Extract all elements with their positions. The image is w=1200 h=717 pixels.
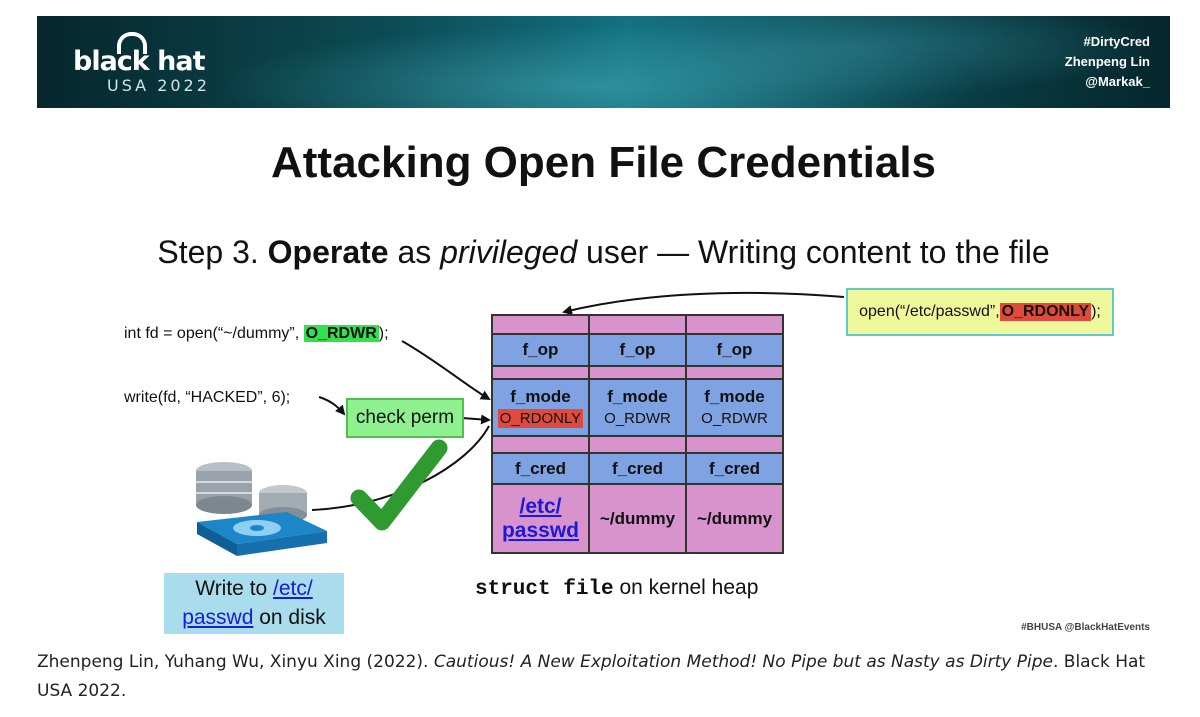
open-passwd-suffix: );: [1091, 303, 1101, 320]
logo-hat-icon: [117, 32, 147, 54]
cell-path: ~/dummy: [686, 484, 783, 553]
subtitle-as: as: [397, 234, 432, 270]
author-handle: @Markak_: [1085, 74, 1150, 89]
citation-caption: Zhenpeng Lin, Yuhang Wu, Xinyu Xing (202…: [37, 648, 1177, 706]
f-mode-label: f_mode: [510, 387, 571, 406]
subtitle-step: Step 3.: [157, 234, 259, 270]
arrow-checkperm-mode: [461, 414, 491, 425]
disk-caption: Write to /etc/ passwd on disk: [164, 573, 344, 634]
cell-f-mode: f_mode O_RDONLY: [492, 379, 589, 436]
path-label: ~/dummy: [696, 508, 773, 528]
cell-pad-top: [492, 315, 589, 334]
f-cred-label: f_cred: [514, 458, 567, 478]
open-passwd-prefix: open(“/etc/passwd”,: [859, 303, 1000, 320]
subtitle-privileged: privileged: [440, 234, 578, 270]
arrow-open-dummy: [401, 340, 491, 401]
path-link-line1: /etc/: [519, 494, 562, 518]
cell-path: /etc/ passwd: [492, 484, 589, 553]
citation-venue: . Black Hat USA 2022.: [37, 652, 1146, 701]
blackhat-logo: black hat USA 2022: [73, 32, 233, 95]
cell-pad-top: [686, 315, 783, 334]
code-write: write(fd, “HACKED”, 6);: [124, 389, 291, 406]
cell-pad: [589, 436, 686, 453]
cell-pad: [686, 436, 783, 453]
f-op-label: f_op: [522, 340, 559, 359]
logo-sub-text: USA 2022: [107, 76, 210, 95]
check-perm-box: check perm: [346, 398, 464, 438]
cell-pad-top: [589, 315, 686, 334]
code-open-prefix: int fd = open(“~/dummy”,: [124, 325, 304, 342]
path-link-line2: passwd: [501, 518, 580, 542]
f-op-label: f_op: [619, 340, 656, 359]
flag-o-rdwr: O_RDWR: [303, 325, 379, 342]
cell-pad: [589, 366, 686, 379]
cell-pad: [492, 366, 589, 379]
slide: black hat USA 2022 #DirtyCred Zhenpeng L…: [37, 16, 1170, 642]
disk-caption-line2: passwd on disk: [164, 603, 344, 632]
struct-file-caption: struct file on kernel heap: [475, 576, 758, 601]
code-open-suffix: );: [378, 325, 389, 342]
path-label: ~/dummy: [599, 508, 676, 528]
slide-subtitle: Step 3. Operate as privileged user — Wri…: [37, 234, 1170, 271]
disk-caption-line1: Write to /etc/: [164, 574, 344, 603]
footer-tags: #BHUSA @BlackHatEvents: [1021, 622, 1150, 633]
struct-file-caption-rest: on kernel heap: [613, 576, 759, 599]
line-mode-to-disk: [311, 425, 490, 511]
cell-f-cred: f_cred: [492, 453, 589, 484]
struct-file-grid: f_op f_mode O_RDONLY f_cred /etc/ passwd…: [491, 314, 784, 554]
cell-f-mode: f_mode O_RDWR: [589, 379, 686, 436]
subtitle-rest: user — Writing content to the file: [586, 234, 1050, 270]
f-op-label: f_op: [716, 340, 753, 359]
banner: black hat USA 2022 #DirtyCred Zhenpeng L…: [37, 16, 1170, 108]
arrow-passwd-open: [562, 291, 845, 315]
author-name: Zhenpeng Lin: [1064, 54, 1150, 69]
disk-caption-link2[interactable]: passwd: [182, 606, 254, 629]
flag-o-rdonly: O_RDONLY: [999, 303, 1092, 321]
f-mode-value: O_RDONLY: [497, 409, 584, 428]
code-open-dummy: int fd = open(“~/dummy”, O_RDWR);: [124, 325, 389, 343]
database-disk-icon: [196, 462, 327, 556]
f-mode-value: O_RDWR: [604, 410, 671, 427]
cell-f-op: f_op: [589, 334, 686, 366]
f-mode-value: O_RDWR: [701, 410, 768, 427]
open-passwd-box: open(“/etc/passwd”, O_RDONLY);: [846, 288, 1114, 336]
logo-main-text: black hat: [73, 46, 206, 77]
disk-caption-suffix: on disk: [253, 606, 326, 629]
slide-title: Attacking Open File Credentials: [270, 138, 937, 187]
arrow-write-checkperm: [318, 396, 346, 416]
cell-f-cred: f_cred: [589, 453, 686, 484]
author-block: #DirtyCred Zhenpeng Lin @Markak_: [1065, 32, 1150, 92]
citation-authors: Zhenpeng Lin, Yuhang Wu, Xinyu Xing (202…: [37, 652, 434, 672]
cell-f-mode: f_mode O_RDWR: [686, 379, 783, 436]
disk-caption-link1[interactable]: /etc/: [273, 577, 313, 600]
subtitle-operate: Operate: [267, 234, 389, 270]
f-mode-label: f_mode: [704, 387, 765, 406]
cell-pad: [686, 366, 783, 379]
cell-path: ~/dummy: [589, 484, 686, 553]
f-mode-label: f_mode: [607, 387, 668, 406]
citation-title: Cautious! A New Exploitation Method! No …: [433, 652, 1053, 672]
checkmark-icon: [350, 439, 448, 531]
cell-f-op: f_op: [686, 334, 783, 366]
hashtag: #DirtyCred: [1083, 34, 1150, 49]
cell-pad: [492, 436, 589, 453]
disk-caption-prefix: Write to: [195, 577, 274, 600]
cell-f-cred: f_cred: [686, 453, 783, 484]
f-cred-label: f_cred: [611, 458, 664, 478]
arrows-layer: [196, 291, 845, 556]
f-cred-label: f_cred: [708, 458, 761, 478]
struct-file-keyword: struct file: [475, 578, 614, 601]
cell-f-op: f_op: [492, 334, 589, 366]
